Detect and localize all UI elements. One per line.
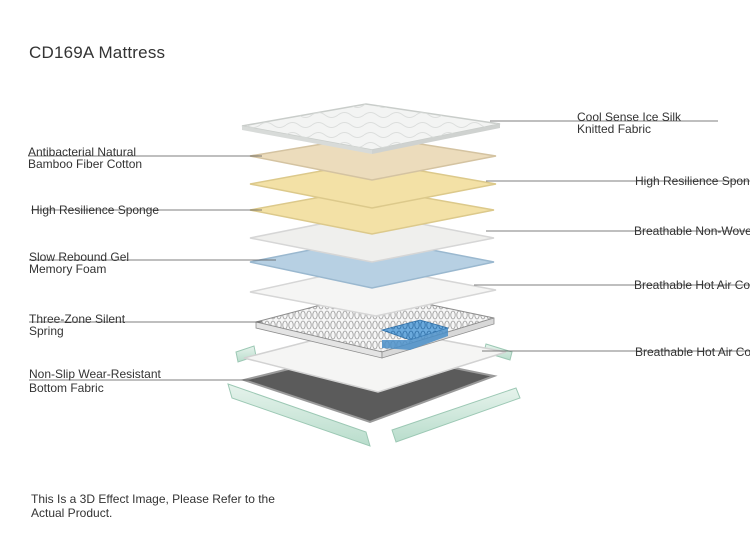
- left-leader-lines: [28, 155, 276, 381]
- label-line: Antibacterial Natural: [28, 145, 137, 159]
- label-line: High Resilience Sponge: [31, 203, 160, 217]
- label-high-resilience-sponge-left: High Resilience Sponge: [31, 204, 159, 216]
- label-ice-silk-fabric: Cool Sense Ice Silk Knitted Fabric: [577, 111, 681, 135]
- label-breathable-hot-air-cotton-upper: Breathable Hot Air Co: [634, 279, 750, 291]
- label-line: Slow Rebound Gel: [29, 250, 130, 264]
- ice-silk-top-layer: [241, 103, 501, 154]
- page-title: CD169A Mattress: [29, 43, 166, 62]
- label-line: Knitted Fabric: [577, 122, 652, 136]
- label-line: Bottom Fabric: [29, 381, 104, 395]
- label-line: Three-Zone Silent: [29, 312, 126, 326]
- label-three-zone-spring: Three-Zone Silent Spring: [29, 313, 125, 337]
- label-line: Cool Sense Ice Silk: [577, 110, 682, 124]
- label-breathable-non-woven: Breathable Non-Wove: [634, 225, 750, 237]
- right-leader-lines: [474, 120, 750, 352]
- label-line: High Resilience Spong: [635, 174, 750, 188]
- label-line: Memory Foam: [29, 262, 107, 276]
- label-line: Breathable Hot Air Co: [635, 345, 750, 359]
- label-bamboo-fiber-cotton: Antibacterial Natural Bamboo Fiber Cotto…: [28, 146, 142, 170]
- label-breathable-hot-air-cotton-lower: Breathable Hot Air Co: [635, 346, 750, 358]
- disclaimer-footnote: This Is a 3D Effect Image, Please Refer …: [31, 492, 275, 520]
- label-line: Breathable Hot Air Co: [634, 278, 750, 292]
- label-bottom-fabric: Non-Slip Wear-Resistant Bottom Fabric: [29, 368, 161, 394]
- label-line: Bamboo Fiber Cotton: [28, 157, 143, 171]
- label-high-resilience-sponge-right: High Resilience Spong: [635, 175, 750, 187]
- label-line: Spring: [29, 324, 64, 338]
- label-line: Breathable Non-Wove: [634, 224, 750, 238]
- base-frame: [227, 343, 521, 447]
- label-line: Non-Slip Wear-Resistant: [29, 367, 161, 381]
- spring-layer: [255, 291, 495, 359]
- label-gel-memory-foam: Slow Rebound Gel Memory Foam: [29, 251, 129, 275]
